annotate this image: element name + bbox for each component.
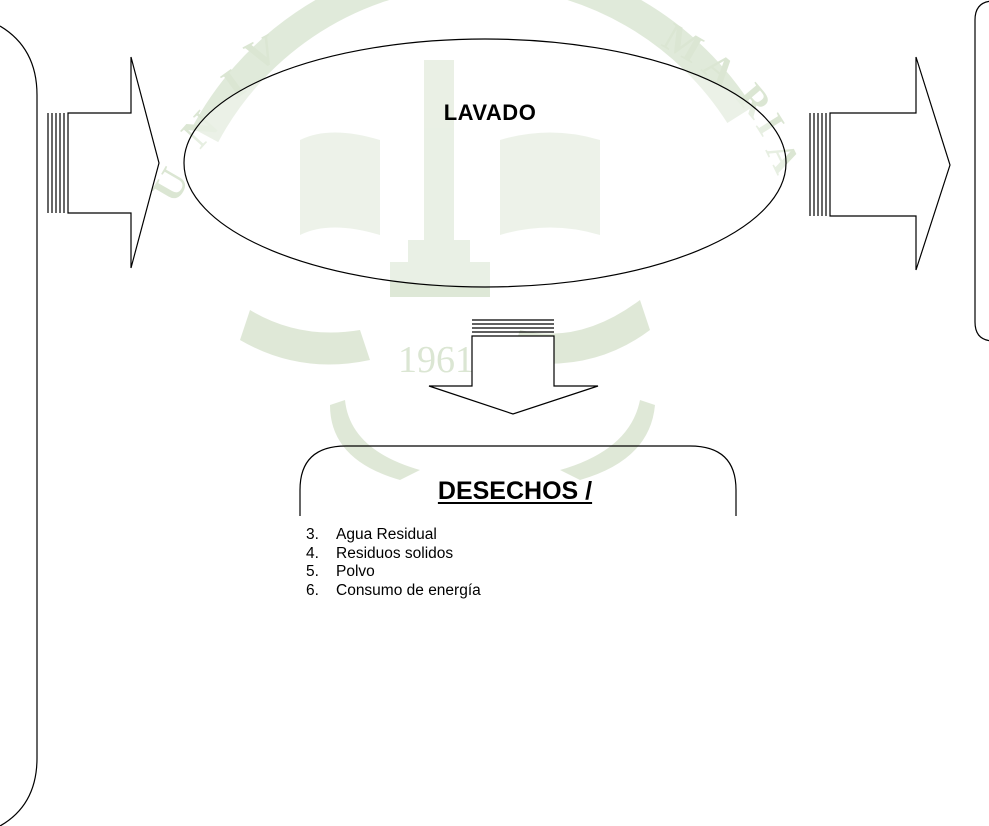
waste-item-text: Consumo de energía (336, 581, 481, 599)
waste-item: 5. Polvo (306, 563, 481, 582)
output-box (974, 0, 989, 342)
process-title: LAVADO (443, 100, 537, 125)
waste-item-text: Agua Residual (336, 526, 437, 543)
waste-item: 3. Agua Residual (306, 526, 481, 545)
waste-item: 4. Residuos solidos (306, 545, 481, 564)
waste-box (299, 445, 737, 516)
waste-list: 3. Agua Residual 4. Residuos solidos 5. … (306, 526, 481, 600)
process-ellipse (183, 38, 787, 288)
waste-item-text: Residuos solidos (336, 544, 454, 562)
waste-item: 6. Consumo de energía (306, 582, 481, 601)
waste-item-number: 6. (306, 581, 319, 599)
waste-title: DESECHOS / (437, 477, 593, 505)
waste-arrow (428, 319, 599, 415)
waste-item-number: 4. (306, 544, 319, 562)
input-arrow (47, 56, 160, 269)
watermark-year: 1961 (398, 339, 474, 381)
output-arrow (809, 56, 951, 271)
waste-item-number: 5. (306, 563, 319, 580)
input-bracket (0, 25, 38, 826)
waste-item-number: 3. (306, 526, 319, 543)
waste-item-text: Polvo (336, 563, 375, 580)
